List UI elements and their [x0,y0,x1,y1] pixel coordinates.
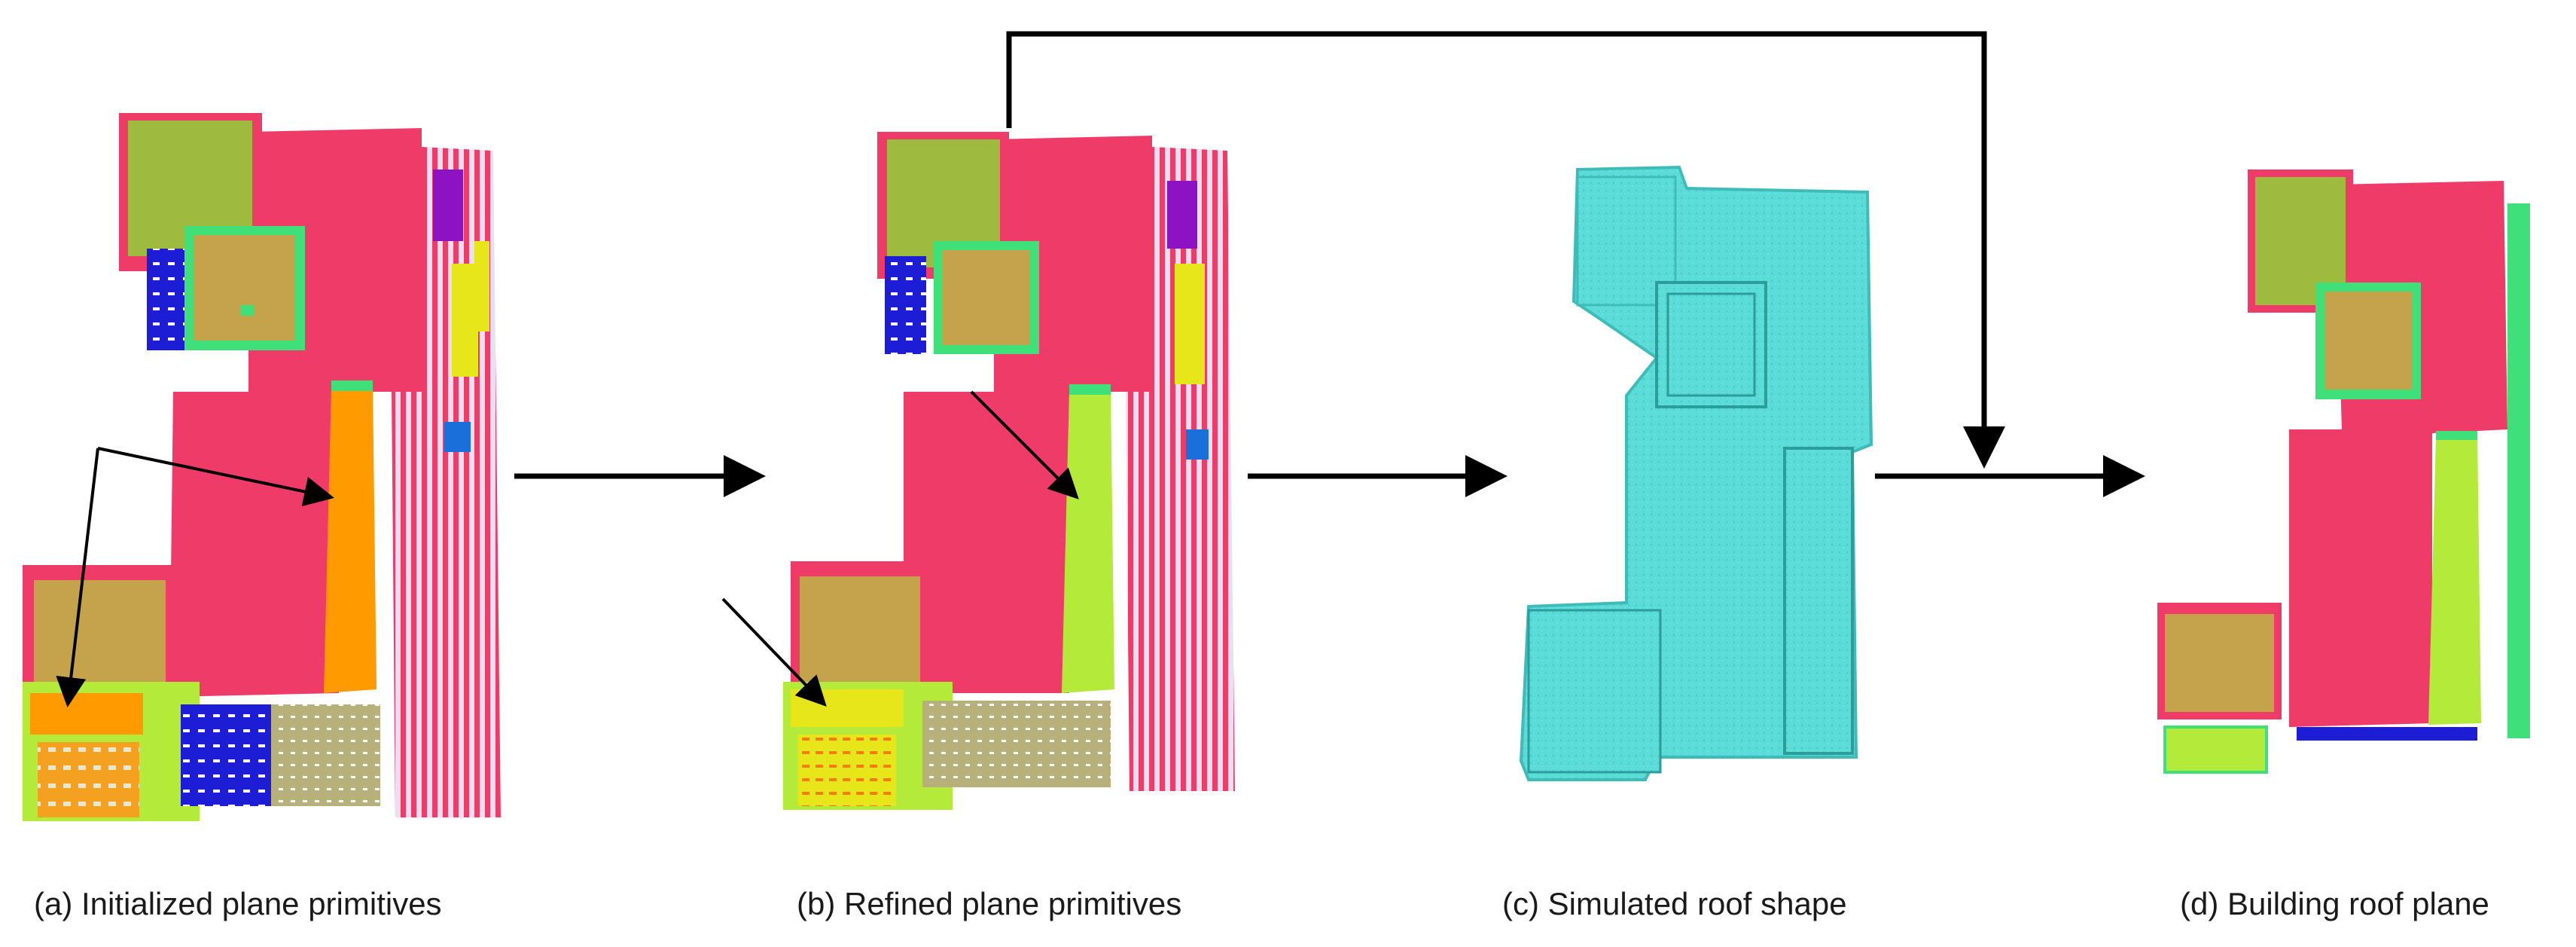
caption-d: (d) Building roof plane [2180,886,2489,921]
panel-d-lime-strip-edge [2436,431,2477,440]
panel-a-facade-purple [433,170,463,241]
panel-b-top-blue-base [885,256,926,354]
panel-a-facade-yellow [452,264,478,377]
panel-b-bottom-khaki [922,701,1111,787]
panel-b-tan-square [943,250,1030,345]
panel-c-simulated-roof [1519,165,1873,781]
panel-a-orange-strip [324,384,376,693]
panel-b-main-roof [904,136,1152,693]
panel-d-bottom-lime [2163,726,2268,774]
panel-b-refined-primitives [721,132,1235,810]
panel-d-lime-strip [2428,433,2481,725]
panel-b-facade-yellow [1175,264,1205,384]
panel-a-tan-square [194,235,295,341]
panel-c-right-strip [1783,447,1854,755]
panel-b-lime-strip-edge [1069,384,1111,395]
panel-b-annotation-arrow-strip [970,390,1079,499]
panel-d-bottom-tan [2165,614,2274,712]
panel-a-annotation-arrow-down [56,448,99,707]
panel-c-central-box [1655,281,1767,408]
caption-c: (c) Simulated roof shape [1502,886,1847,921]
panel-a-tan-square-dot [241,305,255,316]
panel-b-blue-blob [1186,429,1209,460]
panel-b-bottom-tan [800,576,920,682]
panel-d-building-roof-plane [2157,170,2530,774]
panel-a-orange-strip-edge [331,380,373,391]
bypass-connector-b-to-d [1006,31,2005,469]
panel-b-lime-strip [1062,388,1114,693]
panel-a-annotation-arrow-right [97,447,334,507]
panel-d-right-edge [2507,203,2530,738]
panel-a-bottom-orange-facade [38,742,139,817]
caption-b: (b) Refined plane primitives [797,886,1182,921]
panel-b-right-facade [1126,147,1235,791]
panel-a-blue-blob [444,422,471,452]
panel-d-tan-square [2324,292,2412,389]
panel-a-bottom-khaki [271,704,380,806]
panel-d-bottom-blue-edge [2297,727,2477,741]
panel-a-bottom-tan [34,580,166,686]
panel-b-facade-purple [1167,181,1197,249]
panel-a-facade-yellow-2 [474,241,489,331]
panel-b-annotation-arrow-bottom [721,597,827,707]
panel-c-bottom-left-block [1527,609,1662,774]
panel-a-bottom-blue [181,704,271,806]
panel-a-initialized-primitives [23,113,501,821]
panel-b-bottom-yellow-facade [798,735,896,806]
panel-c-central-box-inner [1666,292,1756,397]
caption-a: (a) Initialized plane primitives [34,886,442,921]
panel-a-bottom-orange-roof [30,693,143,735]
panel-b-bottom-yellow-roof [791,689,904,727]
panel-a-main-roof [169,128,422,697]
